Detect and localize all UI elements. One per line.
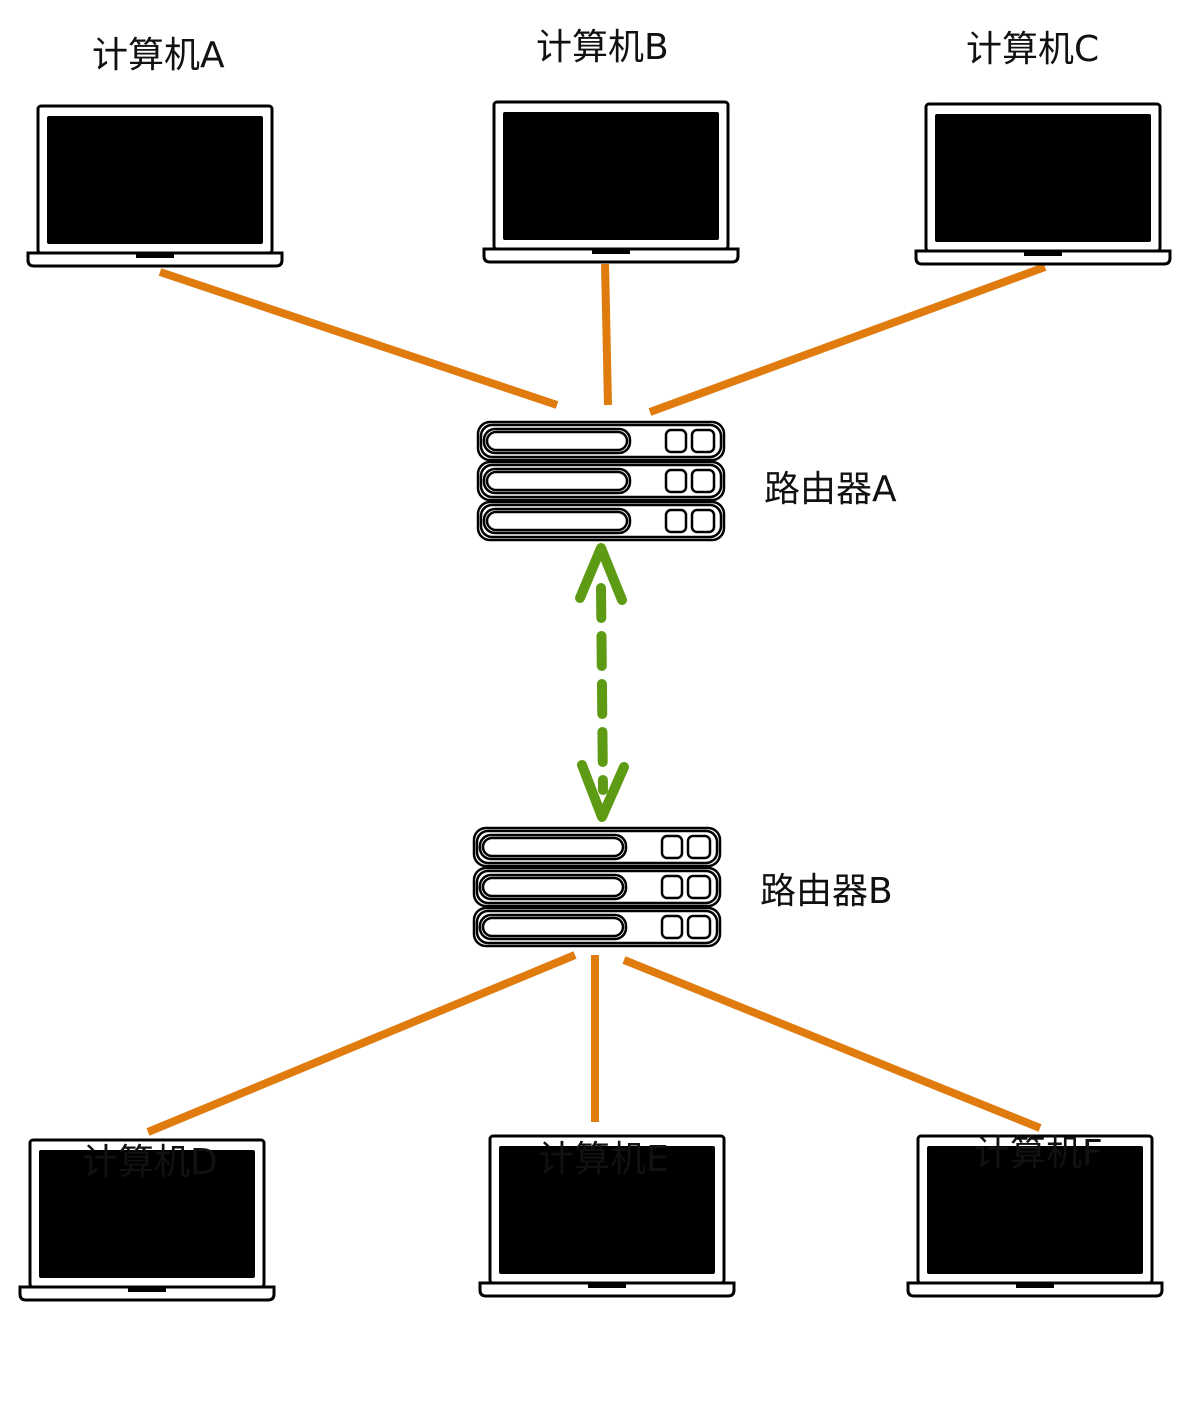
computer-f-label: 计算机F bbox=[974, 1133, 1103, 1174]
computer-c-label: 计算机C bbox=[966, 29, 1100, 70]
router-b-label: 路由器B bbox=[760, 871, 893, 912]
computer-b-label: 计算机B bbox=[536, 27, 669, 68]
link-computer-b-router-a bbox=[601, 263, 612, 406]
peer-link-dashed-line bbox=[596, 583, 608, 795]
link-computer-a-router-a bbox=[158, 268, 559, 409]
router-a-icon bbox=[476, 420, 726, 542]
laptop-computer-c bbox=[914, 102, 1172, 266]
computer-a-label: 计算机A bbox=[92, 35, 225, 76]
computer-d-label: 计算机D bbox=[82, 1142, 218, 1183]
link-computer-c-router-a bbox=[648, 263, 1047, 416]
laptop-computer-a bbox=[26, 104, 284, 268]
link-router-b-computer-d bbox=[146, 951, 577, 1136]
links-bottom bbox=[146, 951, 1042, 1136]
router-b-icon bbox=[472, 826, 722, 948]
router-peer-link bbox=[575, 543, 629, 822]
laptop-computer-b bbox=[482, 100, 740, 264]
arrowhead-up bbox=[575, 543, 627, 605]
link-router-b-computer-f bbox=[622, 956, 1042, 1132]
computer-e-label: 计算机E bbox=[538, 1139, 669, 1180]
links-top bbox=[158, 263, 1047, 416]
arrowhead-down bbox=[577, 760, 629, 822]
router-a-label: 路由器A bbox=[764, 469, 897, 510]
